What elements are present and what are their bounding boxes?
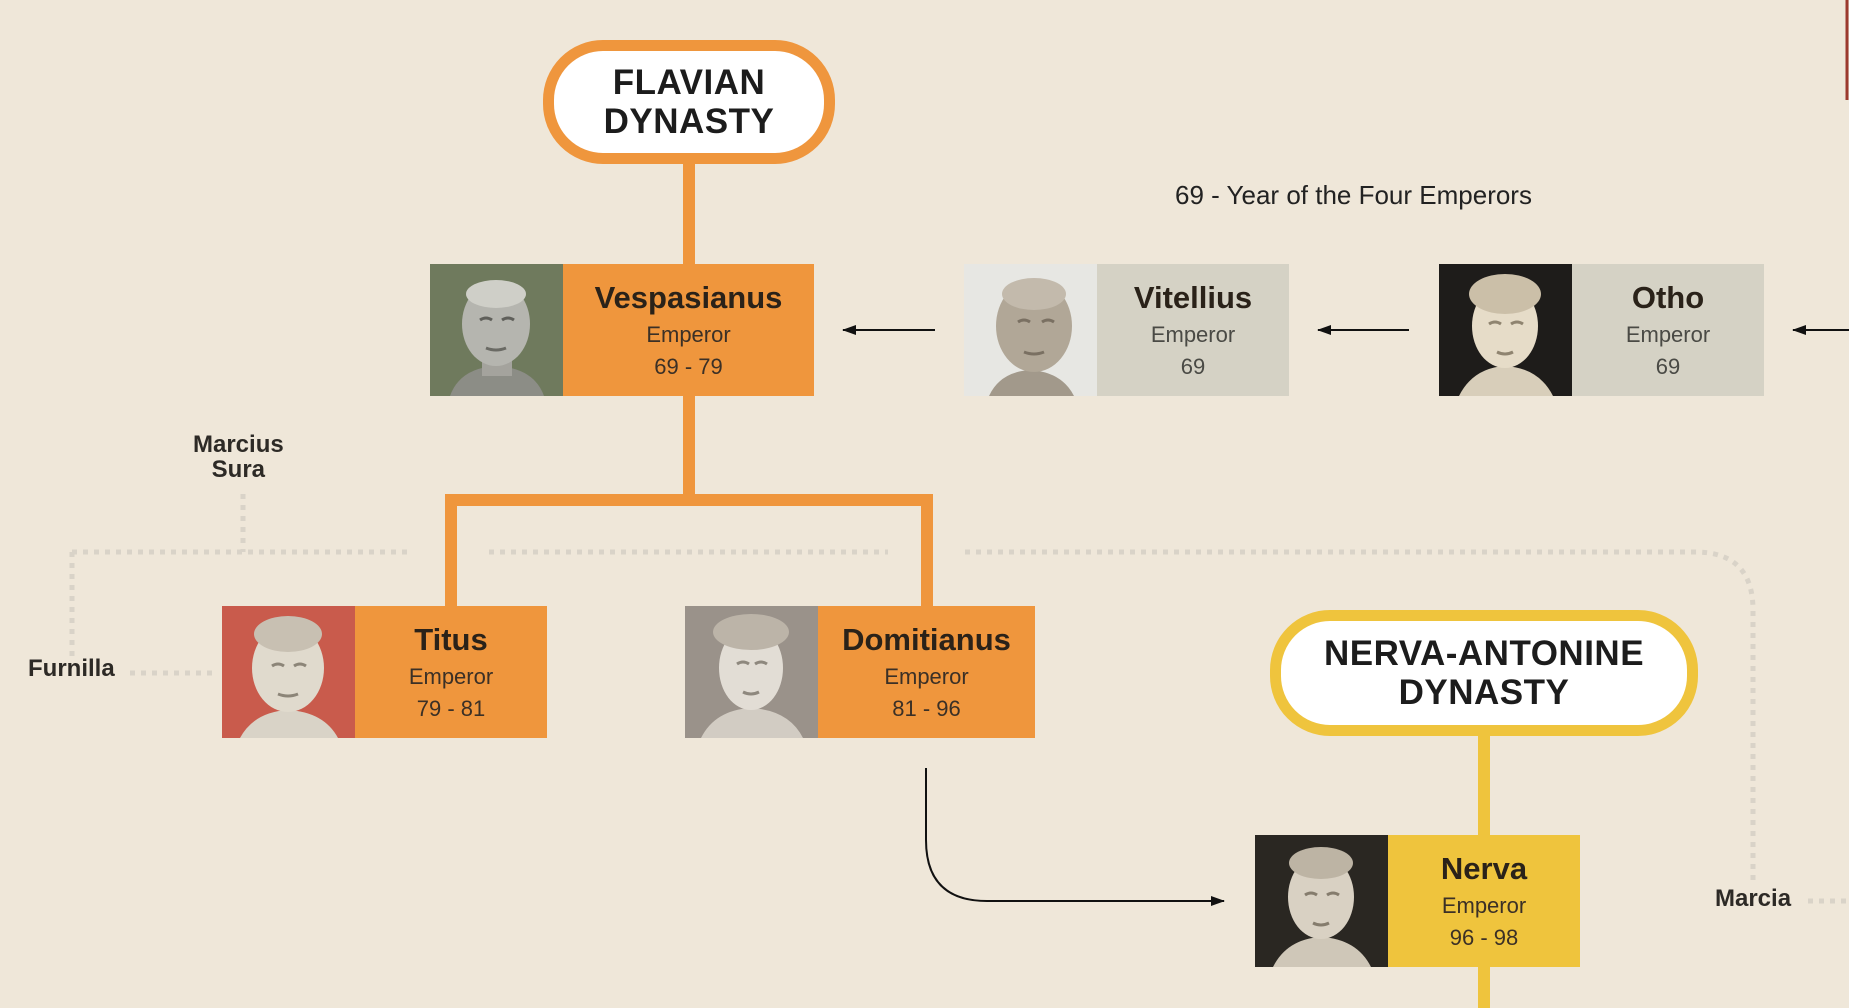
bust-portrait [685,606,818,738]
dynasty-title-line: DYNASTY [1398,673,1570,712]
reign-years: 96 - 98 [1449,925,1519,951]
dynasty-title-line: NERVA-ANTONINE [1323,633,1645,673]
flavian-tree-lines [445,160,933,606]
relative-marcia: Marcia [1715,885,1792,912]
year-of-four-emperors-label: 69 - Year of the Four Emperors [1175,180,1532,210]
relative-name-line: Marcius [193,431,284,458]
bust-portrait [430,264,563,396]
relative-marcius-sura: Marcius Sura [193,431,284,484]
emperor-card-nerva[interactable]: Nerva Emperor 96 - 98 [1255,835,1580,967]
bust-portrait [1255,835,1388,967]
bust-portrait [222,606,355,738]
emperor-name: Vespasianus [594,279,783,315]
nerva-antonine-dynasty-badge[interactable]: NERVA-ANTONINE DYNASTY [1270,610,1698,736]
emperor-card-domitianus[interactable]: Domitianus Emperor 81 - 96 [685,606,1035,738]
family-dotted-lines [69,494,1849,904]
relative-furnilla: Furnilla [28,655,115,682]
reign-years: 69 - 79 [654,354,723,380]
emperor-role: Emperor [884,663,969,689]
emperor-role: Emperor [646,321,731,347]
relative-name-line: Sura [211,456,266,484]
emperor-name: Titus [414,621,488,657]
reign-years: 69 [1655,354,1681,380]
flavian-dynasty-badge[interactable]: FLAVIAN DYNASTY [543,40,835,164]
emperor-name: Domitianus [842,621,1011,657]
dynasty-title-line: FLAVIAN [612,62,766,102]
emperor-role: Emperor [1441,892,1527,918]
reign-years: 79 - 81 [416,696,486,722]
bust-portrait [964,264,1097,396]
emperor-role: Emperor [1150,321,1236,347]
reign-years: 69 [1180,354,1206,380]
emperor-role: Emperor [408,663,494,689]
emperor-card-otho[interactable]: Otho Emperor 69 [1439,264,1764,396]
emperor-name: Nerva [1440,850,1528,886]
dynasty-title-line: DYNASTY [603,102,775,141]
reign-years: 81 - 96 [892,696,961,722]
succession-arrows [842,325,1849,906]
emperor-card-vitellius[interactable]: Vitellius Emperor 69 [964,264,1289,396]
emperor-role: Emperor [1625,321,1711,347]
emperor-name: Vitellius [1133,279,1253,315]
emperor-name: Otho [1631,279,1705,315]
emperor-card-titus[interactable]: Titus Emperor 79 - 81 [222,606,547,738]
bust-portrait [1439,264,1572,396]
emperor-card-vespasianus[interactable]: Vespasianus Emperor 69 - 79 [430,264,814,396]
